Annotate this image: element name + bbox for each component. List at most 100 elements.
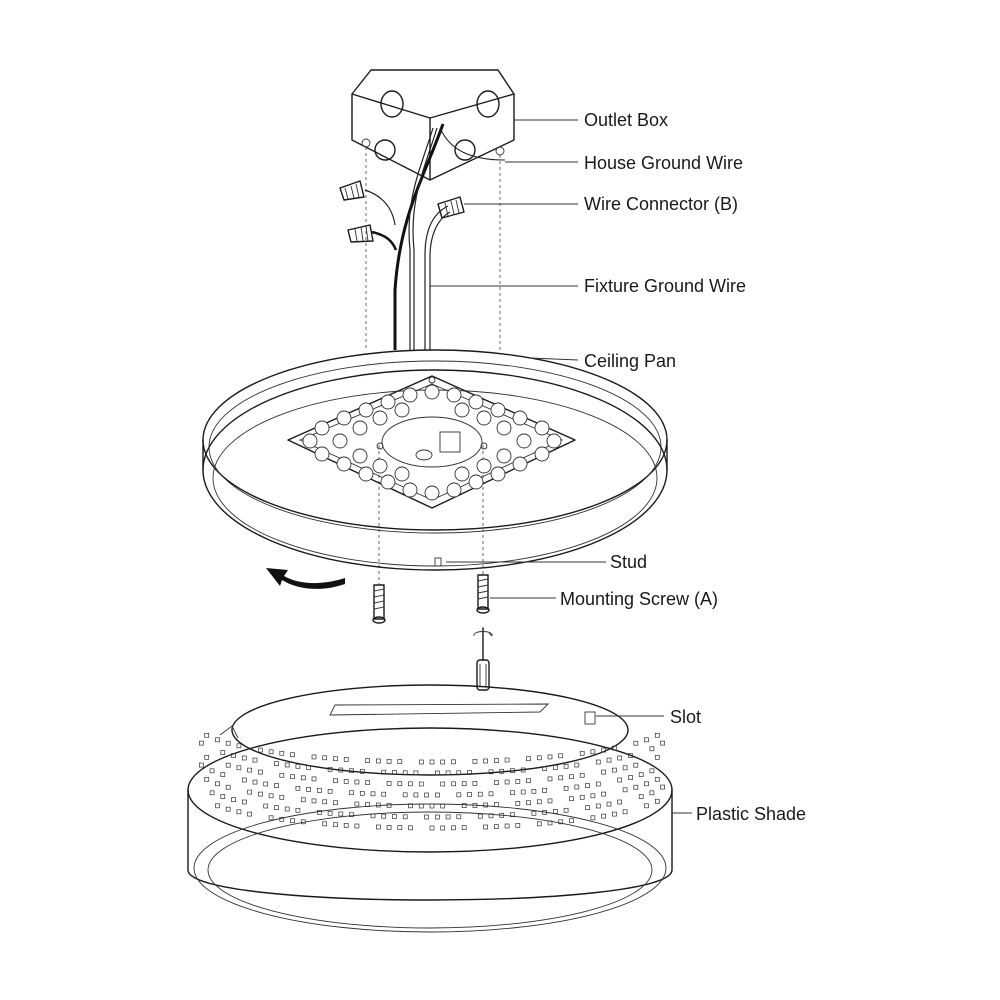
shade-perforation — [386, 825, 392, 830]
shade-perforation — [241, 755, 247, 761]
shade-perforation — [349, 768, 354, 774]
shade-perforation — [365, 802, 370, 807]
shade-perforation — [536, 821, 542, 827]
shade-perforation — [247, 789, 252, 795]
shade-perforation — [542, 810, 547, 815]
shade-perforation — [622, 809, 628, 815]
shade-perforation — [349, 790, 354, 796]
shade-perforation — [204, 754, 210, 760]
shade-perforation — [284, 762, 290, 768]
shade-perforation — [295, 785, 301, 791]
shade-perforation — [376, 802, 381, 808]
shade-perforation — [241, 777, 247, 783]
shade-perforation — [467, 792, 472, 797]
shade-perforation — [365, 758, 370, 763]
plastic-shade-icon — [187, 684, 673, 933]
shade-perforation — [354, 801, 360, 807]
ceiling-pan-icon — [202, 349, 668, 571]
shade-perforation — [654, 798, 660, 804]
shade-perforation — [311, 776, 317, 782]
shade-perforation — [558, 819, 564, 825]
shade-perforation — [612, 745, 617, 751]
shade-perforation — [338, 767, 344, 773]
shade-perforation — [402, 792, 408, 798]
shade-perforation — [322, 799, 328, 805]
shade-perforation — [418, 803, 424, 809]
shade-perforation — [225, 740, 231, 746]
shade-perforation — [440, 803, 446, 809]
shade-perforation — [472, 781, 478, 786]
shade-perforation — [612, 811, 617, 817]
shade-perforation — [590, 815, 596, 821]
shade-perforation — [392, 770, 397, 775]
shade-perforation — [408, 781, 413, 787]
shade-perforation — [359, 790, 365, 796]
shade-perforation — [520, 789, 526, 795]
shade-perforation — [268, 749, 274, 755]
shade-perforation — [488, 769, 494, 775]
shade-perforation — [499, 812, 505, 818]
shade-perforation — [236, 765, 242, 771]
shade-perforation — [542, 788, 547, 793]
shade-perforation — [553, 809, 558, 814]
shade-perforation — [504, 823, 510, 829]
shade-perforation — [435, 792, 440, 798]
shade-perforation — [488, 791, 494, 797]
shade-perforation — [247, 811, 252, 817]
shade-perforation — [258, 791, 263, 797]
shade-perforation — [290, 774, 295, 780]
shade-perforation — [397, 825, 403, 830]
shade-perforation — [429, 803, 435, 809]
shade-perforation — [338, 811, 344, 817]
shade-perforation — [354, 823, 360, 829]
shade-perforation — [612, 767, 617, 773]
shade-perforation — [633, 740, 639, 746]
shade-perforation — [526, 756, 531, 762]
shade-perforation — [327, 766, 333, 772]
shade-perforation — [424, 814, 429, 820]
shade-perforation — [510, 790, 515, 796]
shade-perforation — [563, 807, 569, 813]
shade-perforation — [236, 809, 242, 815]
shade-perforation — [209, 768, 215, 774]
shade-perforation — [654, 732, 660, 738]
shade-perforation — [451, 759, 456, 765]
leader-lines — [430, 119, 692, 814]
label-house-ground-wire: House Ground Wire — [584, 153, 743, 173]
shade-perforation — [435, 814, 440, 820]
shade-perforation — [644, 737, 649, 743]
shade-perforation — [569, 818, 574, 824]
shade-perforation — [638, 772, 644, 777]
shade-perforation — [220, 794, 226, 799]
shade-perforation — [322, 821, 328, 827]
wires — [364, 123, 506, 350]
outlet-box-icon — [351, 69, 515, 181]
shade-perforation — [429, 759, 435, 765]
shade-perforation — [199, 762, 204, 768]
shade-perforation — [633, 762, 639, 768]
shade-perforation — [638, 794, 644, 799]
shade-perforation — [317, 810, 322, 815]
shade-perforation — [472, 803, 478, 808]
shade-perforation — [300, 797, 306, 803]
shade-perforation — [247, 767, 252, 773]
shade-perforation — [445, 770, 451, 776]
shade-perforation — [376, 824, 381, 830]
shade-perforation — [660, 740, 665, 746]
label-fixture-ground-wire: Fixture Ground Wire — [584, 276, 746, 296]
shade-perforation — [601, 813, 606, 819]
shade-perforation — [595, 759, 601, 765]
shade-perforation — [215, 737, 220, 743]
shade-perforation — [633, 784, 639, 790]
shade-perforation — [494, 758, 499, 763]
shade-perforation — [472, 759, 478, 764]
shade-perforation — [579, 772, 585, 778]
shade-perforation — [263, 803, 269, 809]
label-outlet-box: Outlet Box — [584, 110, 668, 130]
shade-perforation — [263, 781, 269, 787]
shade-perforation — [295, 807, 301, 813]
shade-perforation — [231, 753, 236, 758]
label-slot: Slot — [670, 707, 701, 727]
shade-perforation — [628, 753, 633, 758]
shade-perforation — [311, 798, 317, 804]
